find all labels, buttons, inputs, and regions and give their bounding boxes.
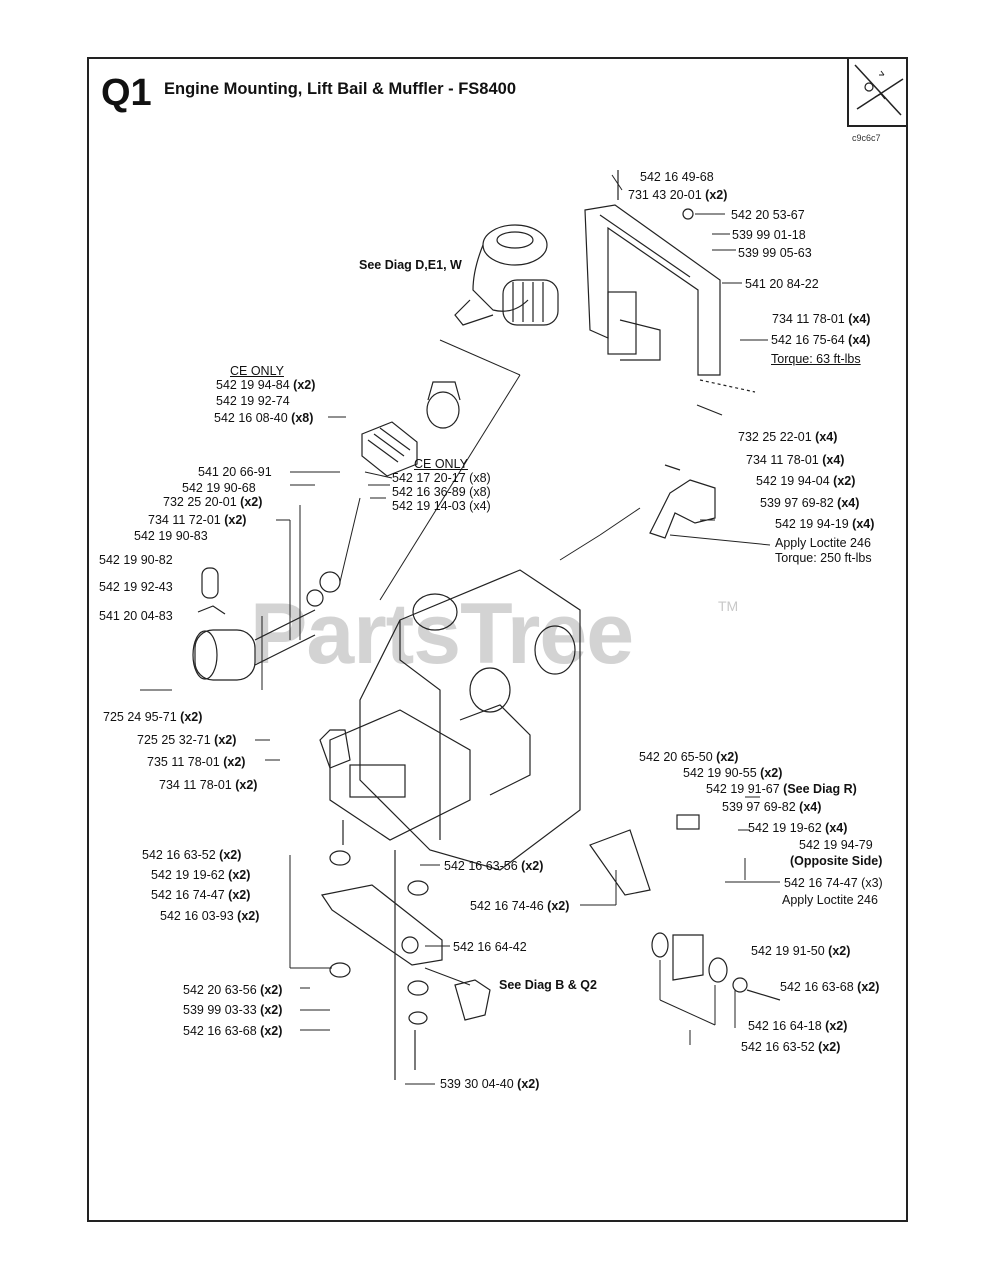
note-ce-only-1: CE ONLY <box>230 364 284 378</box>
leader-lines <box>140 174 780 1085</box>
right-bracket <box>649 464 716 539</box>
part-label: 725 25 32-71 (x2) <box>137 733 237 747</box>
part-label: 542 16 49-68 <box>640 170 714 184</box>
muffler-heat-shield <box>361 381 461 477</box>
part-label: 542 16 64-42 <box>453 940 527 954</box>
part-label: 539 99 01-18 <box>732 228 806 242</box>
part-label: 539 97 69-82 (x4) <box>760 496 860 510</box>
engine-block <box>319 569 581 871</box>
part-label: 539 99 03-33 (x2) <box>183 1003 283 1017</box>
part-label: 541 20 84-22 <box>745 277 819 291</box>
part-label: 542 19 94-04 (x2) <box>756 474 856 488</box>
part-label: 734 11 78-01 (x4) <box>772 312 871 326</box>
part-label: 542 20 65-50 (x2) <box>639 750 739 764</box>
part-label: 542 19 92-74 <box>216 394 290 408</box>
right-mount <box>589 814 781 1001</box>
part-label: 542 19 91-50 (x2) <box>751 944 851 958</box>
part-label: 734 11 78-01 (x4) <box>746 453 845 467</box>
part-label: 542 16 63-52 (x2) <box>741 1040 841 1054</box>
part-label: 731 43 20-01 (x2) <box>628 188 728 202</box>
part-label: 542 19 14-03 (x4) <box>392 499 491 513</box>
part-label: 542 19 90-83 <box>134 529 208 543</box>
note-torque-250: Torque: 250 ft-lbs <box>775 551 872 565</box>
part-label: 542 19 19-62 (x2) <box>151 868 251 882</box>
part-label: 541 20 04-83 <box>99 609 173 623</box>
watermark-tm: TM <box>718 598 739 614</box>
part-label: 725 24 95-71 (x2) <box>103 710 203 724</box>
sheet-title: Engine Mounting, Lift Bail & Muffler - F… <box>164 80 517 98</box>
part-label: 542 16 63-68 (x2) <box>780 980 880 994</box>
air-filter-assembly <box>454 224 559 326</box>
sheet-code: Q1 <box>101 72 152 114</box>
part-label: 732 25 22-01 (x4) <box>738 430 838 444</box>
part-label: 542 19 19-62 (x4) <box>748 821 848 835</box>
part-label: 542 16 74-46 (x2) <box>470 899 570 913</box>
part-label: (Opposite Side) <box>790 854 883 868</box>
tools-icon <box>854 64 904 116</box>
part-label: 542 16 63-52 (x2) <box>142 848 242 862</box>
note-torque-63: Torque: 63 ft-lbs <box>771 352 861 366</box>
part-label: 542 16 08-40 (x8) <box>214 411 314 425</box>
part-label: 542 20 63-56 (x2) <box>183 983 283 997</box>
part-label: 542 19 94-79 <box>799 838 873 852</box>
part-label: 542 16 75-64 (x4) <box>771 333 871 347</box>
muffler <box>192 567 341 681</box>
part-label: 539 97 69-82 (x4) <box>722 800 822 814</box>
note-loctite-1: Apply Loctite 246 <box>775 536 871 550</box>
part-label: 539 30 04-40 (x2) <box>440 1077 540 1091</box>
part-label: 542 16 36-89 (x8) <box>392 485 491 499</box>
note-loctite-2: Apply Loctite 246 <box>782 893 878 907</box>
part-label: 542 19 90-68 <box>182 481 256 495</box>
part-label: 734 11 78-01 (x2) <box>159 778 258 792</box>
part-label: 734 11 72-01 (x2) <box>148 513 247 527</box>
part-label: 542 16 63-68 (x2) <box>183 1024 283 1038</box>
part-label: 542 16 03-93 (x2) <box>160 909 260 923</box>
part-label: 542 20 53-67 <box>731 208 805 222</box>
part-label: 541 20 66-91 <box>198 465 272 479</box>
date-code: c9c6c7 <box>852 133 881 143</box>
part-label: 542 16 63-56 (x2) <box>444 859 544 873</box>
part-label: 542 16 74-47 (x2) <box>151 888 251 902</box>
part-label: 539 99 05-63 <box>738 246 812 260</box>
part-label: 542 16 74-47 (x3) <box>784 876 883 890</box>
part-label: 542 19 92-43 <box>99 580 173 594</box>
part-label: 542 19 91-67 (See Diag R) <box>706 782 857 796</box>
lift-bail <box>584 170 756 416</box>
part-label: 735 11 78-01 (x2) <box>147 755 246 769</box>
engine-mounts <box>321 820 491 1080</box>
part-label: 542 19 90-82 <box>99 553 173 567</box>
note-ce-only-2: CE ONLY <box>414 457 468 471</box>
diagram-frame <box>87 57 908 1222</box>
part-label: 542 19 94-84 (x2) <box>216 378 316 392</box>
note-see-diag-air: See Diag D,E1, W <box>359 258 462 272</box>
note-see-diag-b-q2: See Diag B & Q2 <box>499 978 597 992</box>
tools-icon-box <box>847 57 908 127</box>
part-label: 542 17 20-17 (x8) <box>392 471 491 485</box>
part-label: 732 25 20-01 (x2) <box>163 495 263 509</box>
part-label: 542 16 64-18 (x2) <box>748 1019 848 1033</box>
part-label: 542 19 94-19 (x4) <box>775 517 875 531</box>
part-label: 542 19 90-55 (x2) <box>683 766 783 780</box>
